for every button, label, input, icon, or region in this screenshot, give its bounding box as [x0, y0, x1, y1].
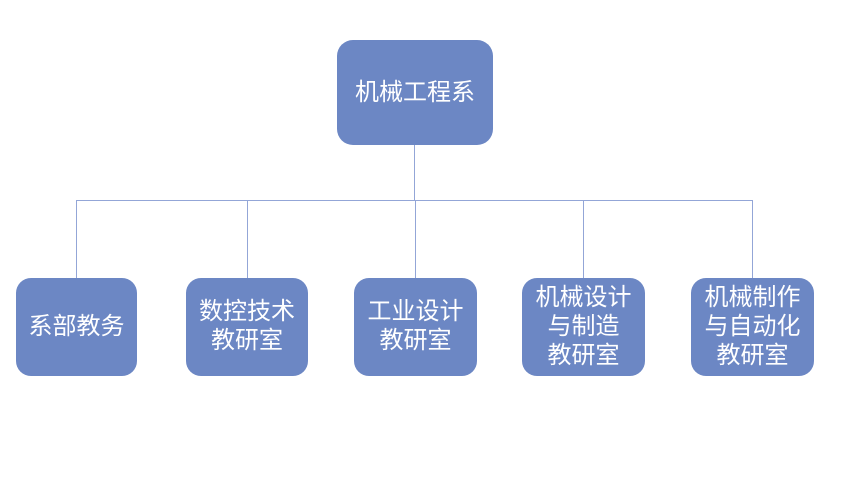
org-node-root-label: 机械工程系: [355, 79, 475, 106]
org-node-dept-affairs: 系部教务: [16, 278, 137, 376]
connector-rail: [76, 200, 753, 201]
org-node-industrial-design-office: 工业设计 教研室: [354, 278, 477, 376]
org-node-label: 系部教务: [28, 313, 125, 340]
connector-drop-2: [247, 200, 248, 278]
connector-drop-3: [415, 200, 416, 278]
org-node-mech-design-mfg-office: 机械设计 与制造 教研室: [522, 278, 645, 376]
org-node-cnc-tech-office: 数控技术 教研室: [186, 278, 308, 376]
org-node-label: 机械制作 与自动化 教研室: [704, 284, 801, 369]
connector-drop-4: [583, 200, 584, 278]
org-node-mech-mfg-automation-office: 机械制作 与自动化 教研室: [691, 278, 814, 376]
org-node-label: 机械设计 与制造 教研室: [535, 284, 632, 369]
connector-root-stem: [414, 145, 415, 200]
connector-drop-5: [752, 200, 753, 278]
org-node-label: 工业设计 教研室: [367, 299, 464, 354]
org-node-label: 数控技术 教研室: [199, 299, 295, 354]
connector-drop-1: [76, 200, 77, 278]
org-node-root: 机械工程系: [337, 40, 493, 145]
